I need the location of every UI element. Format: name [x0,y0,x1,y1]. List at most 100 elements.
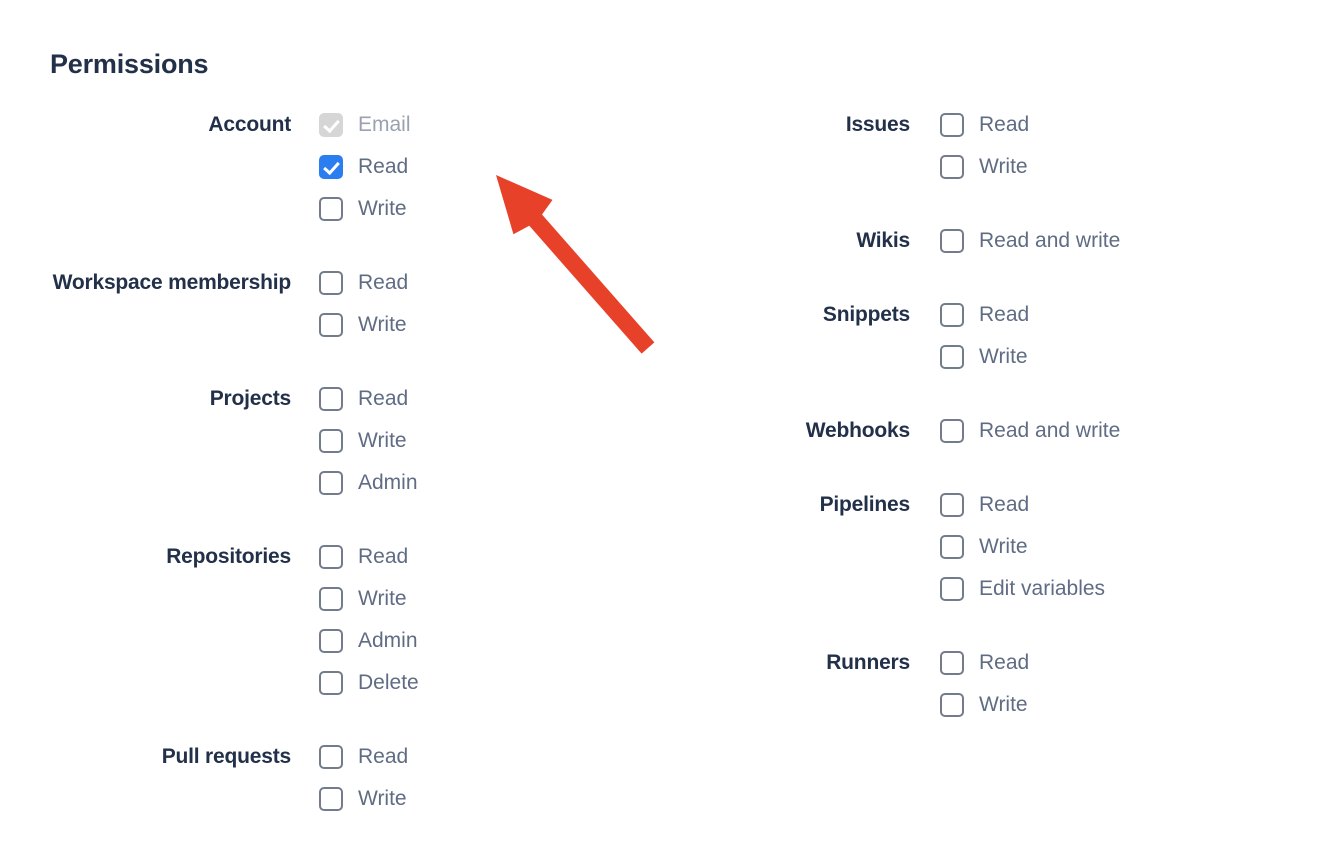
checkbox-label: Write [358,587,407,610]
checkbox-edit-variables[interactable] [940,577,964,601]
permission-group-label: Repositories [166,545,291,568]
checkbox-read[interactable] [319,745,343,769]
permission-option-list: Read and write [910,410,1322,452]
checkbox-read[interactable] [940,493,964,517]
permission-option-row[interactable]: Write [940,336,1322,378]
checkbox-write[interactable] [319,313,343,337]
permission-option-list: Read and write [910,220,1322,262]
permission-option-row[interactable]: Read [940,484,1322,526]
checkbox-read[interactable] [319,271,343,295]
checkbox-write[interactable] [319,587,343,611]
permission-group-label: Snippets [822,303,910,326]
permission-option-row[interactable]: Write [319,304,660,346]
checkbox-write[interactable] [319,429,343,453]
checkbox-label: Read [358,545,409,568]
checkbox-label: Read [979,113,1030,136]
checkbox-write[interactable] [940,345,964,369]
permission-option-row[interactable]: Edit variables [940,568,1322,610]
permission-option-row[interactable]: Read [940,294,1322,336]
checkbox-write[interactable] [940,693,964,717]
permission-group-label: Pipelines [819,493,911,516]
checkbox-label: Read and write [979,419,1121,442]
checkbox-label: Write [358,429,407,452]
permission-group-label: Issues [845,113,910,136]
permission-option-row[interactable]: Write [940,684,1322,726]
checkbox-delete[interactable] [319,671,343,695]
permission-option-row[interactable]: Read [940,104,1322,146]
checkbox-label: Write [979,693,1028,716]
page-title: Permissions [50,49,209,79]
permission-option-row[interactable]: Read [319,378,660,420]
checkbox-label: Write [358,787,407,810]
permission-option-row[interactable]: Read [319,262,660,304]
checkbox-read[interactable] [319,387,343,411]
permission-option-row[interactable]: Read [319,736,660,778]
permission-group-label: Projects [209,387,291,410]
checkbox-label: Read and write [979,229,1121,252]
checkbox-label: Write [358,313,407,336]
checkbox-label: Admin [358,629,418,652]
checkbox-read[interactable] [940,113,964,137]
permission-option-row[interactable]: Write [319,578,660,620]
checkbox-label: Read [358,155,409,178]
permission-group: Webhooks Read and write [660,410,1322,452]
checkbox-read-and-write[interactable] [940,419,964,443]
checkbox-read[interactable] [319,155,343,179]
checkbox-label: Read [979,651,1030,674]
checkbox-label: Read [979,493,1030,516]
permission-group-label: Workspace membership [52,271,292,294]
checkbox-write[interactable] [319,197,343,221]
permission-option-row[interactable]: Admin [319,462,660,504]
permission-option-row[interactable]: Write [940,146,1322,188]
permission-option-row[interactable]: Admin [319,620,660,662]
permission-group-label: Runners [826,651,910,674]
checkbox-read[interactable] [940,651,964,675]
permission-option-row[interactable]: Write [319,420,660,462]
checkbox-read[interactable] [319,545,343,569]
checkbox-email [319,113,343,137]
checkbox-admin[interactable] [319,629,343,653]
checkbox-label: Read [358,387,409,410]
checkbox-label: Read [358,745,409,768]
permission-option-row[interactable]: Write [319,778,660,820]
permission-option-row[interactable]: Read and write [940,220,1322,262]
checkbox-read-and-write[interactable] [940,229,964,253]
permission-option-row[interactable]: Write [319,188,660,230]
checkbox-label: Write [979,345,1028,368]
permission-option-row[interactable]: Write [940,526,1322,568]
checkbox-read[interactable] [940,303,964,327]
checkbox-label: Edit variables [979,577,1106,600]
checkbox-write[interactable] [319,787,343,811]
checkbox-label: Admin [358,471,418,494]
permission-group-label: Webhooks [805,419,910,442]
permission-option-row[interactable]: Read [940,642,1322,684]
checkbox-write[interactable] [940,535,964,559]
checkbox-label: Delete [358,671,419,694]
permission-option-row[interactable]: Delete [319,662,660,704]
checkbox-admin[interactable] [319,471,343,495]
permission-option-row[interactable]: Read [319,146,660,188]
permission-option-row[interactable]: Read [319,536,660,578]
permission-group-label: Wikis [856,229,910,252]
permission-option-row[interactable]: Email [319,104,660,146]
permission-option-row[interactable]: Read and write [940,410,1322,452]
checkbox-write[interactable] [940,155,964,179]
